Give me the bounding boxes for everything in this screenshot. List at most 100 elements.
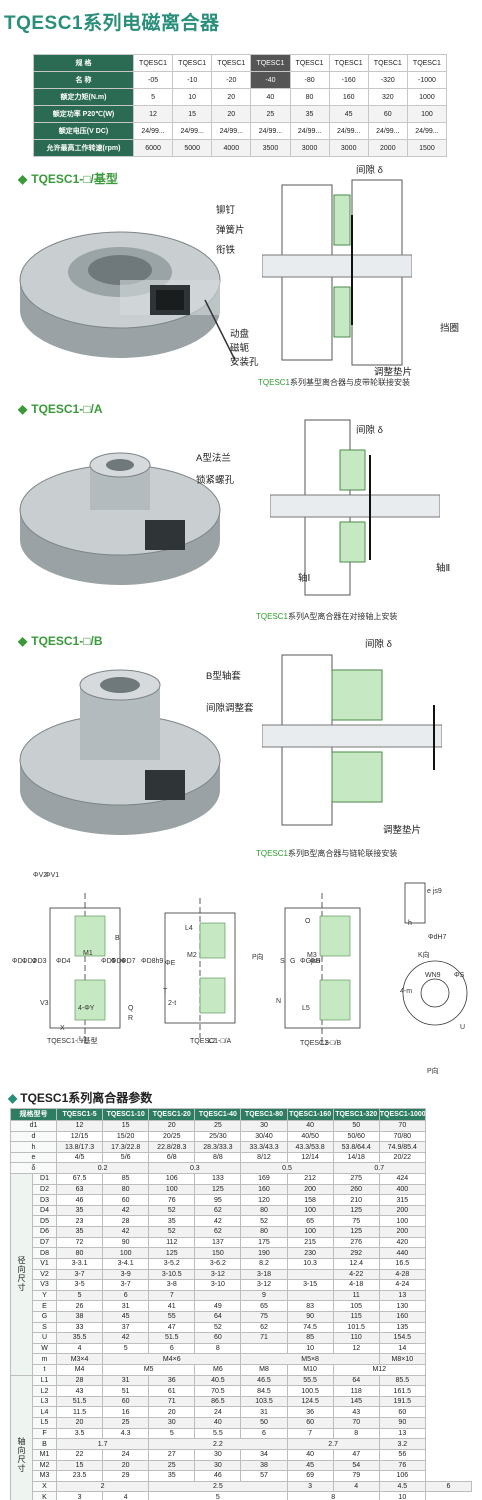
param-cell: 36 xyxy=(286,1406,334,1419)
param-cell: 37 xyxy=(102,1321,150,1334)
param-cell: 16 xyxy=(102,1406,150,1419)
param-cell: 106 xyxy=(378,1470,426,1482)
dimension-label: U xyxy=(460,1024,466,1031)
param-cell: 10.3 xyxy=(286,1257,334,1270)
param-cell: 100 xyxy=(286,1226,334,1238)
param-cell: 60 xyxy=(102,1395,150,1408)
param-cell: 6 xyxy=(102,1289,150,1302)
param-cell: 10 xyxy=(378,1491,426,1500)
dimension-label: ΦD2 xyxy=(22,958,37,965)
param-cell: 315 xyxy=(378,1194,426,1206)
param-cell: 15 xyxy=(55,1459,104,1472)
dimension-label: L5 xyxy=(302,1005,310,1012)
param-cell: 115 xyxy=(332,1310,380,1323)
dimension-label: ΦV2 xyxy=(33,872,48,879)
param-cell xyxy=(194,1289,242,1302)
param-header-cell: TQESC1-20 xyxy=(148,1108,196,1121)
param-cell: 118 xyxy=(332,1385,380,1397)
param-cell: 67.5 xyxy=(55,1173,104,1185)
param-cell: 160 xyxy=(240,1183,288,1196)
dimension-label: P向 xyxy=(427,1068,439,1075)
diamond-icon: ◆ xyxy=(18,402,28,416)
param-cell: 100 xyxy=(148,1183,196,1196)
spec-cell: 1500 xyxy=(406,139,448,157)
spec-model-suffix: -40 xyxy=(250,71,291,89)
param-cell: 10 xyxy=(286,1342,334,1355)
param-cell: 230 xyxy=(286,1247,334,1259)
spec-cell: 3000 xyxy=(289,139,330,157)
param-cell: 1.7 xyxy=(55,1438,150,1450)
param-cell: 13 xyxy=(378,1427,426,1440)
spec-cell: 5 xyxy=(132,88,174,106)
param-cell: 100.5 xyxy=(286,1385,334,1397)
param-symbol: D5 xyxy=(32,1215,57,1228)
param-cell: 154.5 xyxy=(378,1332,426,1344)
param-cell: 20/22 xyxy=(378,1151,426,1164)
param-cell: 51 xyxy=(102,1385,150,1397)
param-cell: 63 xyxy=(55,1183,104,1196)
param-cell: 103.5 xyxy=(240,1395,288,1408)
param-cell: 40 xyxy=(286,1448,334,1461)
param-cell: 40 xyxy=(194,1417,242,1429)
param-cell: 14/18 xyxy=(332,1151,380,1164)
param-cell: 70.5 xyxy=(194,1385,242,1397)
param-cell: 6/8 xyxy=(148,1151,196,1164)
param-symbol: X xyxy=(32,1480,57,1493)
param-cell: 80 xyxy=(55,1247,104,1259)
param-cell: 22.8/28.3 xyxy=(148,1141,196,1153)
param-cell: 0.3 xyxy=(148,1162,242,1175)
param-cell: 70 xyxy=(378,1120,426,1132)
param-symbol: V3 xyxy=(32,1279,57,1291)
param-cell: 210 xyxy=(332,1194,380,1206)
spec-cell: 20 xyxy=(211,88,252,106)
param-cell: 64 xyxy=(194,1310,242,1323)
dimension-label: ΦE xyxy=(165,960,176,967)
param-symbol: L4 xyxy=(32,1406,57,1419)
diamond-icon: ◆ xyxy=(18,172,28,186)
param-cell: 51.5 xyxy=(55,1395,104,1408)
param-cell: 12/15 xyxy=(55,1130,104,1143)
param-cell: 190 xyxy=(240,1247,288,1259)
param-cell: 3-12 xyxy=(194,1268,242,1281)
label-shaft-2: 轴Ⅱ xyxy=(436,563,451,574)
caption-type-a: TQESC1系列A型离合器在对接轴上安装 xyxy=(256,612,398,621)
param-cell: 133 xyxy=(194,1173,242,1185)
param-cell: 85.5 xyxy=(378,1374,426,1387)
param-cell: 76 xyxy=(148,1194,196,1206)
param-cell: 15/20 xyxy=(102,1130,150,1143)
param-cell: 51.5 xyxy=(148,1332,196,1344)
param-cell: 125 xyxy=(332,1226,380,1238)
param-cell: 8 xyxy=(194,1342,242,1355)
param-cell: 191.5 xyxy=(378,1395,426,1408)
param-symbol: d1 xyxy=(10,1120,57,1132)
dimension-label: N xyxy=(276,998,282,1005)
param-cell: 3-12 xyxy=(240,1279,288,1291)
param-cell: 28 xyxy=(102,1215,150,1228)
param-cell: 7 xyxy=(148,1289,196,1302)
param-cell: 5.5 xyxy=(194,1427,242,1440)
label-mounting-hole: 安装孔 xyxy=(230,357,259,368)
param-cell: 40.5 xyxy=(194,1374,242,1387)
param-symbol: δ xyxy=(10,1162,57,1175)
dimension-label: L1 xyxy=(79,1036,87,1043)
param-cell: 0.5 xyxy=(240,1162,334,1175)
spec-cell: 4000 xyxy=(211,139,252,157)
dimension-label: ΦD1 xyxy=(12,958,27,965)
param-cell: 150 xyxy=(194,1247,242,1259)
dimension-label: ΦD4 xyxy=(56,958,71,965)
dimension-label: ΦV1 xyxy=(45,872,60,879)
dimension-label: ΦH xyxy=(310,958,321,965)
param-symbol: V1 xyxy=(32,1257,57,1270)
section-title-basic: ◆TQESC1-□/基型 xyxy=(18,172,118,186)
param-symbol: m xyxy=(32,1353,57,1365)
dimension-label: P向 xyxy=(252,954,264,961)
param-cell: 106 xyxy=(148,1173,196,1185)
dimension-label: e js9 xyxy=(427,888,442,895)
dimension-label: Q xyxy=(128,1005,134,1012)
param-cell: 75 xyxy=(332,1215,380,1228)
param-cell: 124.5 xyxy=(286,1395,334,1408)
spec-cell: 25 xyxy=(250,105,291,123)
param-cell: 62 xyxy=(240,1321,288,1334)
param-cell: 200 xyxy=(378,1226,426,1238)
param-cell: 4-18 xyxy=(332,1279,380,1291)
